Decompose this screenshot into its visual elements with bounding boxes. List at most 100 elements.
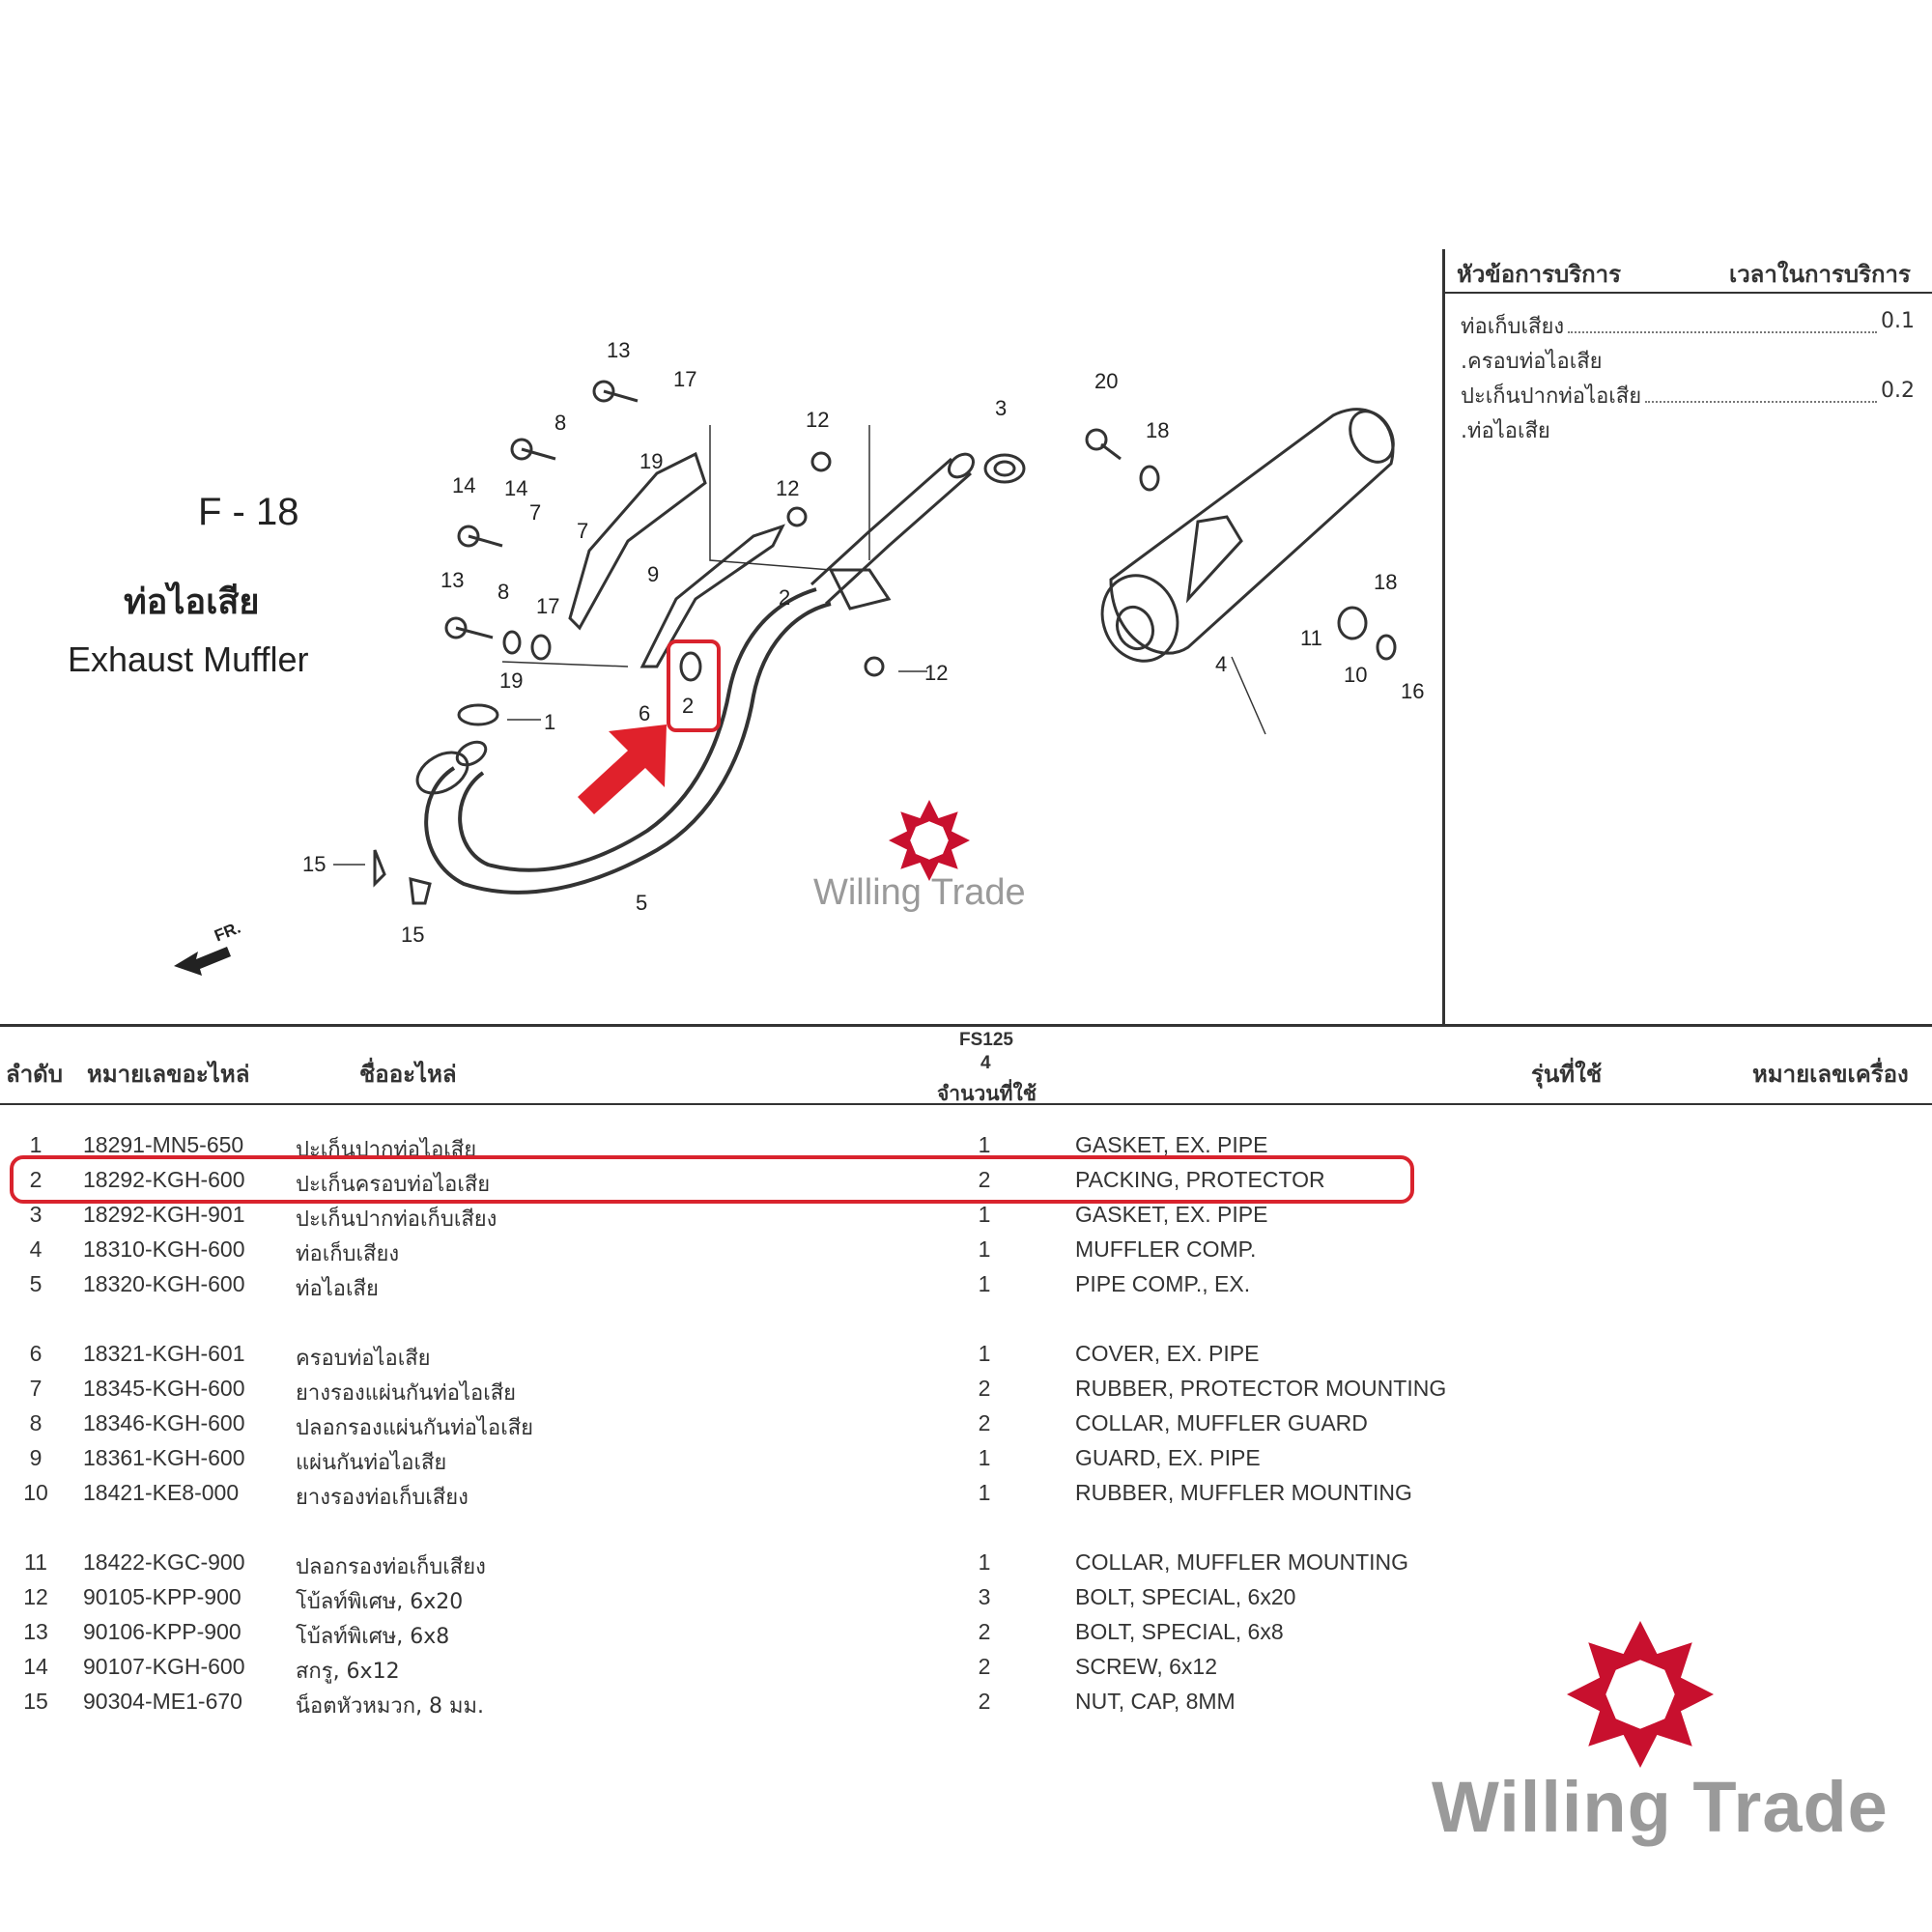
header-model-sub: 4 <box>980 1053 991 1073</box>
quantity: 2 <box>978 1619 991 1644</box>
part-name-english: GASKET, EX. PIPE <box>1075 1202 1268 1227</box>
header-engine-no: หมายเลขเครื่อง <box>1752 1061 1909 1088</box>
part-name-thai: โบ้ลท์พิเศษ, 6x8 <box>296 1625 450 1649</box>
service-sub-item: .ท่อไอเสีย <box>1461 419 1550 443</box>
quantity: 1 <box>978 1445 991 1470</box>
part-name-english: NUT, CAP, 8MM <box>1075 1689 1236 1714</box>
callout-label: 7 <box>577 519 589 543</box>
callout-label: 15 <box>401 923 425 947</box>
quantity: 2 <box>978 1167 991 1192</box>
row-number: 3 <box>29 1202 43 1227</box>
service-topic-header: หัวข้อการบริการ <box>1457 261 1622 288</box>
row-number: 9 <box>29 1445 43 1470</box>
part-name-thai: โบ้ลท์พิเศษ, 6x20 <box>296 1590 464 1614</box>
service-item-name: ท่อเก็บเสียง <box>1461 315 1565 339</box>
callout-label: 20 <box>1094 369 1119 393</box>
service-item-name: ปะเก็นปากท่อไอเสีย <box>1461 384 1642 409</box>
exploded-diagram: F - 18 ท่อไอเสีย Exhaust Muffler <box>0 0 1439 1024</box>
quantity: 1 <box>978 1480 991 1505</box>
row-number: 8 <box>29 1410 43 1435</box>
part-name-english: COVER, EX. PIPE <box>1075 1341 1260 1366</box>
callout-label: 5 <box>636 891 648 915</box>
callout-layer: 13 17 8 19 14 14 7 7 9 12 12 3 20 18 2 1… <box>0 0 1439 1024</box>
table-row: 9 18361-KGH-600 แผ่นกันท่อไอเสีย 1 GUARD, EX… <box>0 1445 1449 1480</box>
quantity: 1 <box>978 1202 991 1227</box>
part-number: 18320-KGH-600 <box>83 1271 245 1296</box>
part-name-english: BOLT, SPECIAL, 6x20 <box>1075 1584 1296 1609</box>
callout-label: 3 <box>995 396 1008 420</box>
part-number: 18321-KGH-601 <box>83 1341 245 1366</box>
table-top-rule <box>0 1024 1932 1027</box>
callout-label: 4 <box>1215 652 1228 676</box>
figure-title-english: Exhaust Muffler <box>68 639 309 679</box>
callout-label: 19 <box>499 668 524 693</box>
callout-label: 2 <box>682 694 695 718</box>
callout-label: 10 <box>1344 663 1368 687</box>
callout-label: 19 <box>639 449 664 473</box>
dot-leader <box>1568 309 1877 333</box>
callout-label: 18 <box>1374 570 1398 594</box>
part-name-thai: ปะเก็นครอบท่อไอเสีย <box>296 1173 491 1197</box>
part-number: 90106-KPP-900 <box>83 1619 242 1644</box>
row-number: 1 <box>29 1132 43 1157</box>
brand-name: Willing Trade <box>1432 1767 1889 1847</box>
quantity: 2 <box>978 1376 991 1401</box>
part-name-thai: ท่อเก็บเสียง <box>296 1242 400 1266</box>
callout-label: 16 <box>1401 679 1425 703</box>
part-number: 18292-KGH-600 <box>83 1167 245 1192</box>
part-name-thai: ปะเก็นปากท่อเก็บเสียง <box>296 1208 497 1232</box>
service-row: ท่อเก็บเสียง 0.1 <box>1461 309 1915 342</box>
service-item-time: 0.1 <box>1881 309 1915 333</box>
part-name-english: GASKET, EX. PIPE <box>1075 1132 1268 1157</box>
callout-label: 13 <box>607 338 631 362</box>
part-number: 18422-KGC-900 <box>83 1549 245 1575</box>
figure-title-thai: ท่อไอเสีย <box>124 582 260 622</box>
callout-label: 13 <box>440 568 465 592</box>
front-arrow-icon <box>174 947 231 976</box>
callout-label: 17 <box>673 367 697 391</box>
part-name-thai: ครอบท่อไอเสีย <box>296 1347 431 1371</box>
row-number: 14 <box>23 1654 48 1679</box>
brand-logo-large-icon <box>1567 1621 1714 1768</box>
part-name-thai: ยางรองท่อเก็บเสียง <box>296 1486 469 1510</box>
quantity: 2 <box>978 1689 991 1714</box>
callout-label: 8 <box>497 580 510 604</box>
part-name-thai: ยางรองแผ่นกันท่อไอเสีย <box>296 1381 517 1406</box>
part-name-english: SCREW, 6x12 <box>1075 1654 1217 1679</box>
service-time-header: เวลาในการบริการ <box>1729 261 1911 288</box>
header-model: FS125 <box>959 1030 1013 1050</box>
quantity: 1 <box>978 1271 991 1296</box>
callout-label: 12 <box>776 476 800 500</box>
part-name-thai: ปลอกรองท่อเก็บเสียง <box>296 1555 486 1579</box>
part-name-thai: ท่อไอเสีย <box>296 1277 379 1301</box>
part-name-thai: แผ่นกันท่อไอเสีย <box>296 1451 447 1475</box>
quantity: 1 <box>978 1341 991 1366</box>
header-part-number: หมายเลขอะไหล่ <box>87 1061 250 1088</box>
panel-divider <box>1442 249 1445 1026</box>
dot-leader <box>1645 379 1877 403</box>
callout-label: 14 <box>452 473 476 497</box>
callout-label: 15 <box>302 852 327 876</box>
row-number: 12 <box>23 1584 48 1609</box>
quantity: 1 <box>978 1549 991 1575</box>
callout-label: 12 <box>806 408 830 432</box>
part-name-english: GUARD, EX. PIPE <box>1075 1445 1261 1470</box>
row-number: 7 <box>29 1376 43 1401</box>
part-number: 90105-KPP-900 <box>83 1584 242 1609</box>
header-used-in: รุ่นที่ใช้ <box>1531 1061 1603 1088</box>
part-number: 18345-KGH-600 <box>83 1376 245 1401</box>
row-number: 4 <box>29 1236 43 1262</box>
part-number: 18361-KGH-600 <box>83 1445 245 1470</box>
callout-label: 12 <box>924 661 949 685</box>
